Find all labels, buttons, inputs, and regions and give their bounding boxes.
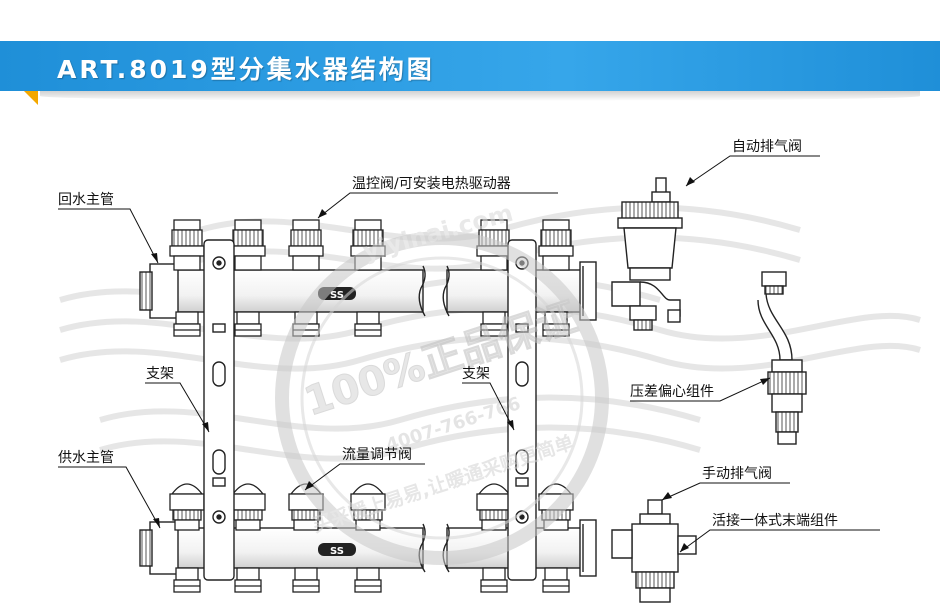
callout-arrows [151,177,770,552]
flow-valve [169,483,205,531]
svg-text:SS: SS [330,546,344,557]
flow-valve [476,483,512,531]
label-manual-vent: 手动排气阀 [702,466,772,482]
label-bracket-right: 支架 [462,366,490,382]
return-outlet [173,311,201,337]
page-title: ART.8019型分集水器结构图 [57,55,435,84]
thermostatic-valve [538,219,574,271]
supply-outlet [292,567,320,593]
flow-valve [230,483,266,531]
return-outlet [234,311,262,337]
thermostatic-valve [288,219,324,271]
supply-outlet [542,567,570,593]
label-thermostatic-valve: 温控阀/可安装电热驱动器 [352,176,511,192]
return-outlet [480,311,508,337]
supply-outlet [480,567,508,593]
supply-outlet [354,567,382,593]
banner-shadow [40,91,920,101]
title-banner: ART.8019型分集水器结构图 [0,41,940,91]
thermostatic-valve [230,219,266,271]
end-assembly-part [611,499,697,603]
label-flow-valve: 流量调节阀 [342,447,412,463]
bracket-left [203,239,235,581]
label-diff-pressure: 压差偏心组件 [630,384,714,400]
supply-outlet [234,567,262,593]
supply-outlets [173,567,570,593]
corner-accent [24,91,38,105]
label-return-main: 回水主管 [58,192,114,208]
label-supply-main: 供水主管 [58,450,114,466]
label-bracket-left: 支架 [146,366,174,382]
callout-lines [58,155,880,553]
bracket-right [507,239,537,581]
differential-pressure-part [757,271,807,445]
svg-text:SS: SS [330,290,344,301]
brand-logo-bottom: SS [318,543,356,557]
supply-outlet [173,567,201,593]
label-auto-vent: 自动排气阀 [732,139,802,155]
label-end-assembly: 活接一体式末端组件 [712,512,838,529]
thermostatic-valve [169,219,205,271]
auto-vent-valve-part [611,177,683,331]
return-outlet [354,311,382,337]
